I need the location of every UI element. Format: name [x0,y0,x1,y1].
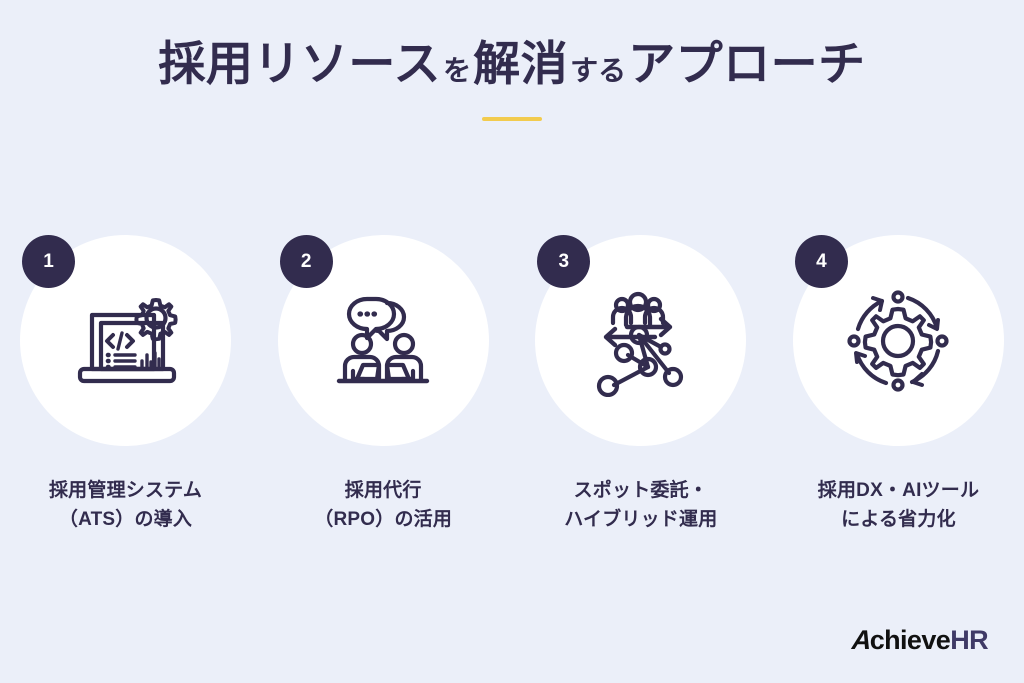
step-number: 1 [43,250,54,272]
approach-card-label: スポット委託・ ハイブリッド運用 [564,480,718,530]
approach-card-2[interactable]: 2 [277,235,489,534]
step-number: 4 [816,250,827,272]
icon-circle: 3 [535,235,747,446]
approach-card-3[interactable]: 3 [535,235,747,534]
step-badge-2: 2 [279,235,333,288]
approach-card-label: 採用DX・AIツール による省力化 [817,480,980,530]
approach-card-label: 採用代行 （RPO）の活用 [314,480,453,530]
step-badge-4: 4 [794,235,848,288]
title-particle-suru: する [570,55,627,86]
step-number: 3 [558,250,570,272]
title-segment-2: 解消 [473,37,569,90]
two-people-laptops-chat-icon [336,296,430,383]
step-badge-1: 1 [22,235,75,288]
approach-card-1[interactable]: 1 [20,235,231,534]
icon-circle: 1 [20,235,231,446]
step-number: 2 [300,250,312,272]
title-underline-accent [482,117,542,122]
logo-suffix: HR [950,625,988,655]
title-segment-3: アプローチ [628,37,866,90]
header: 採用リソースを解消するアプローチ [0,0,1024,122]
approach-card-label: 採用管理システム （ATS）の導入 [48,480,203,530]
approach-card-row: 1 [0,235,1024,534]
gear-cycle-arrows-icon [847,289,950,392]
title-particle-wo: を [443,55,472,86]
page-title: 採用リソースを解消するアプローチ [0,36,1024,91]
approach-card-4[interactable]: 4 [792,235,1004,534]
logo-name: chieve [869,625,951,655]
icon-circle: 4 [792,235,1004,446]
icon-circle: 2 [277,235,489,446]
network-nodes-people-arrows-icon [596,291,683,397]
laptop-code-chart-gear-icon [77,297,178,383]
step-badge-3: 3 [537,235,591,288]
title-segment-1: 採用リソース [158,37,442,90]
logo-a-mark: A [850,625,872,655]
